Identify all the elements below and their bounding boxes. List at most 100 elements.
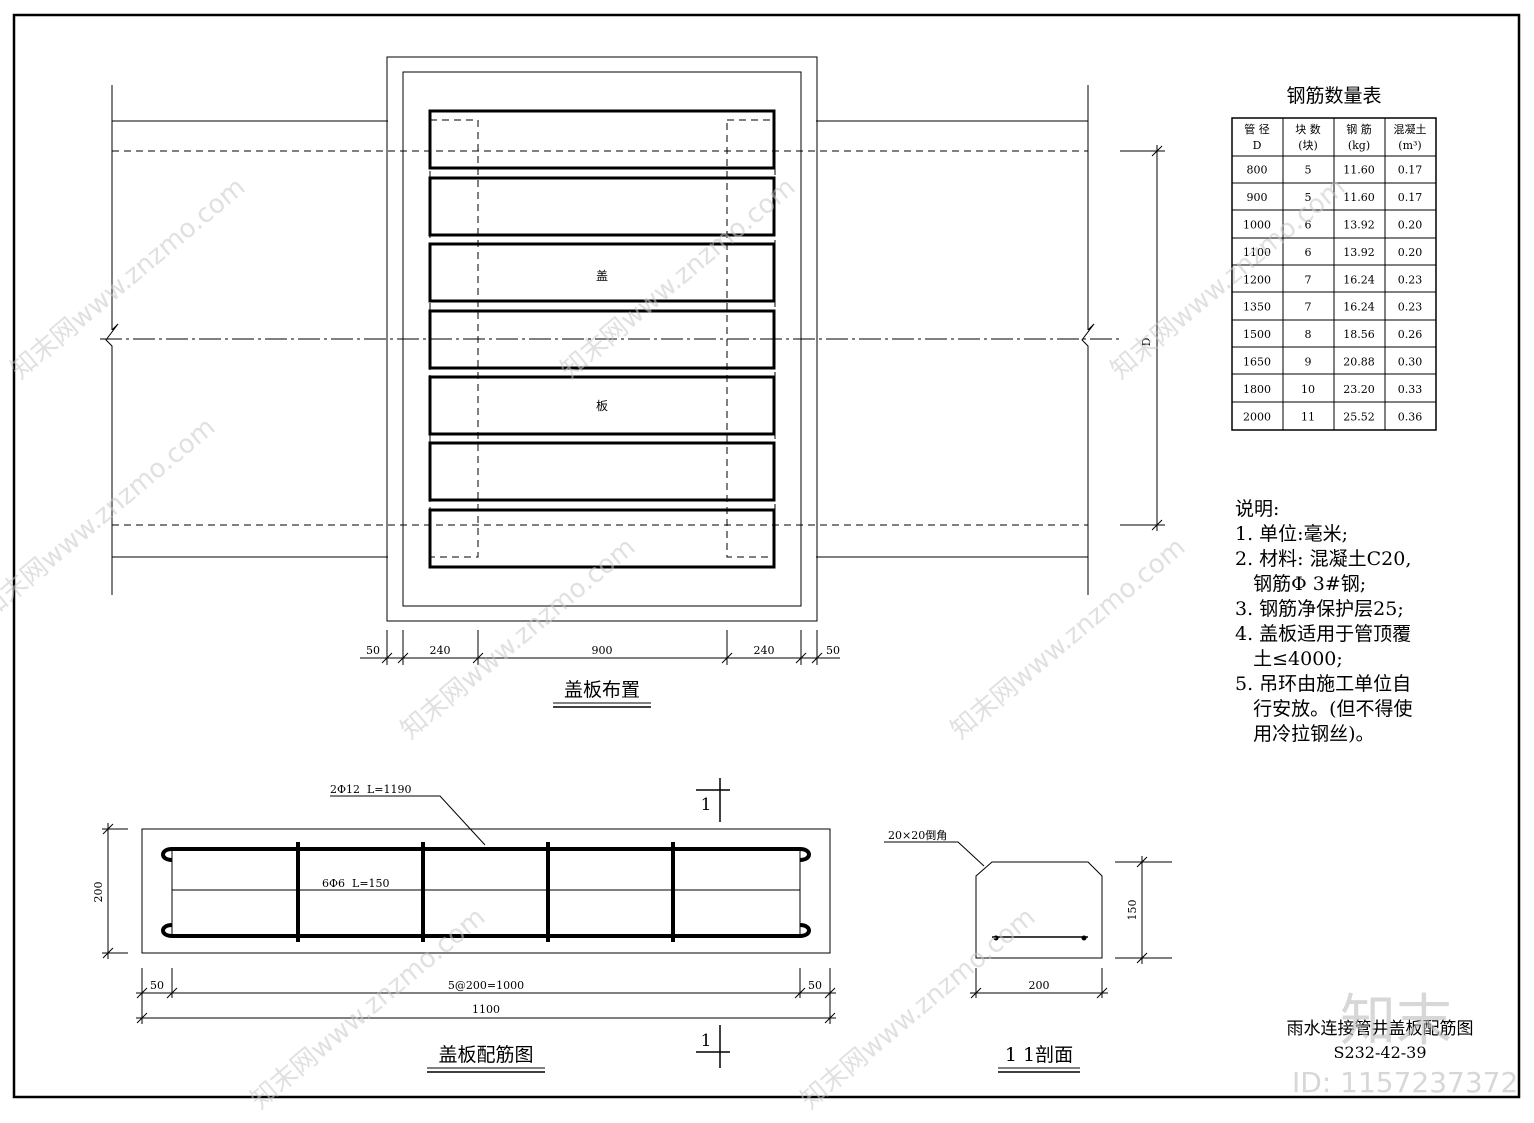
table-cell: 8 xyxy=(1305,328,1312,341)
quantity-table: 钢筋数量表 管 径 D 块 数 (块) 钢 筋 (kg) 混凝土 (m³) xyxy=(1231,85,1437,431)
table-header: 钢 筋 xyxy=(1346,122,1372,136)
drawing-title: 雨水连接管井盖板配筋图 xyxy=(1287,1019,1474,1039)
table-cell: 1800 xyxy=(1243,383,1271,396)
note-line: 2. 材料: 混凝土C20, xyxy=(1235,548,1411,570)
table-cell: 0.23 xyxy=(1398,301,1423,314)
notes: 说明: 1. 单位:毫米; 2. 材料: 混凝土C20, 钢筋Φ 3#钢; 3.… xyxy=(1235,498,1413,745)
table-cell: 1350 xyxy=(1243,301,1271,314)
note-line: 钢筋Φ 3#钢; xyxy=(1235,573,1366,595)
cover-slab xyxy=(428,242,776,303)
watermark-text: 知末网www.znzmo.com xyxy=(395,532,641,745)
table-cell: 16.24 xyxy=(1343,273,1375,286)
cover-slab xyxy=(428,176,776,237)
cover-slab xyxy=(428,309,776,370)
table-cell: 23.20 xyxy=(1343,383,1375,396)
table-header: 块 数 xyxy=(1295,123,1321,136)
table-cell: 13.92 xyxy=(1343,219,1375,232)
watermark-text: 知末网www.znzmo.com xyxy=(555,172,801,385)
table-cell: 7 xyxy=(1305,273,1312,286)
watermark-id: ID: 1157237372 xyxy=(1292,1066,1518,1099)
main-bar-label: 2Φ12 L=1190 xyxy=(330,783,412,796)
note-line: 1. 单位:毫米; xyxy=(1235,523,1348,545)
reinf-dim-height: 200 xyxy=(92,882,105,903)
table-cell: 6 xyxy=(1305,246,1312,259)
watermark-text: 知末网www.znzmo.com xyxy=(795,902,1041,1115)
cover-label-2: 板 xyxy=(596,399,608,413)
layout-title: 盖板布置 xyxy=(564,679,640,701)
note-line: 3. 钢筋净保护层25; xyxy=(1235,598,1404,620)
chamfer-label: 20×20倒角 xyxy=(888,829,947,842)
cover-slab xyxy=(428,441,776,502)
table-cell: 1200 xyxy=(1243,273,1271,286)
table-cell: 0.20 xyxy=(1398,246,1423,259)
watermark-text: 知末网www.znzmo.com xyxy=(5,172,251,385)
table-cell: 1650 xyxy=(1243,356,1271,369)
table-cell: 20.88 xyxy=(1343,356,1375,369)
table-cell: 0.17 xyxy=(1398,191,1423,204)
table-header: (m³) xyxy=(1398,139,1421,152)
reinf-dim-bottom-1: 5@200=1000 xyxy=(448,979,524,992)
reinf-dim-bottom-0: 50 xyxy=(150,979,164,992)
reinforcement-plan: 2Φ12 L=1190 6Φ6 L=150 1 1 200 50 5@200=1… xyxy=(92,778,836,1073)
drawing-number: S232-42-39 xyxy=(1333,1043,1426,1062)
table-header: (块) xyxy=(1298,139,1318,152)
dim-D: D xyxy=(1140,337,1153,346)
table-cell: 11 xyxy=(1301,410,1315,423)
cover-slab xyxy=(428,508,776,569)
note-line: 5. 吊环由施工单位自 xyxy=(1235,673,1411,695)
table-title: 钢筋数量表 xyxy=(1286,85,1381,107)
table-cell: 0.26 xyxy=(1398,328,1423,341)
table-cell: 0.30 xyxy=(1398,356,1423,369)
table-cell: 25.52 xyxy=(1343,410,1375,423)
table-header: 管 径 xyxy=(1244,122,1270,136)
dim-layout-3: 240 xyxy=(754,644,775,657)
notes-heading: 说明: xyxy=(1235,498,1279,520)
reinf-dim-total: 1100 xyxy=(472,1003,500,1016)
table-cell: 5 xyxy=(1305,164,1312,177)
table-cell: 5 xyxy=(1305,191,1312,204)
section-1-1: 20×20倒角 150 200 1 1剖面 xyxy=(884,829,1172,1073)
note-line: 土≤4000; xyxy=(1235,648,1343,670)
table-cell: 1100 xyxy=(1243,246,1271,259)
watermark-text: 知末网www.znzmo.com xyxy=(1105,172,1351,385)
dim-layout-4: 50 xyxy=(826,644,840,657)
section-mark-top: 1 xyxy=(701,795,712,815)
reinf-dim-bottom-2: 50 xyxy=(808,979,822,992)
table-cell: 7 xyxy=(1305,301,1312,314)
table-cell: 0.20 xyxy=(1398,219,1423,232)
watermark-text: 知末网www.znzmo.com xyxy=(945,532,1191,745)
table-cell: 0.33 xyxy=(1398,383,1423,396)
table-cell: 6 xyxy=(1305,219,1312,232)
section-mark-bottom: 1 xyxy=(701,1031,712,1051)
table-header: (kg) xyxy=(1348,139,1370,152)
table-cell: 18.56 xyxy=(1343,328,1375,341)
table-cell: 0.23 xyxy=(1398,273,1423,286)
table-cell: 16.24 xyxy=(1343,301,1375,314)
section-dim-height: 150 xyxy=(1126,900,1139,921)
note-line: 用冷拉钢丝)。 xyxy=(1235,723,1375,745)
section-dim-width: 200 xyxy=(1029,979,1050,992)
dim-layout-1: 240 xyxy=(430,644,451,657)
table-cell: 900 xyxy=(1247,191,1268,204)
section-title: 1 1剖面 xyxy=(1005,1044,1073,1066)
cover-slab xyxy=(428,109,776,170)
table-header: 混凝土 xyxy=(1394,122,1427,136)
dim-layout-0: 50 xyxy=(366,644,380,657)
dim-layout-2: 900 xyxy=(592,644,613,657)
table-cell: 1500 xyxy=(1243,328,1271,341)
table-cell: 2000 xyxy=(1243,410,1271,423)
reinf-title: 盖板配筋图 xyxy=(438,1044,533,1066)
watermark-logo: 知末 xyxy=(1340,989,1452,1054)
cover-layout-plan: 盖 板 D 50 240 900 240 50 盖板布置 xyxy=(100,56,1165,708)
table-cell: 0.17 xyxy=(1398,164,1423,177)
table-cell: 800 xyxy=(1247,164,1268,177)
note-line: 行安放。(但不得使 xyxy=(1235,698,1413,720)
table-cell: 11.60 xyxy=(1343,191,1375,204)
sheet-border xyxy=(12,13,1521,1099)
note-line: 4. 盖板适用于管顶覆 xyxy=(1235,623,1411,645)
table-cell: 0.36 xyxy=(1398,410,1423,423)
table-header: D xyxy=(1253,139,1262,152)
cover-label-1: 盖 xyxy=(596,269,608,283)
